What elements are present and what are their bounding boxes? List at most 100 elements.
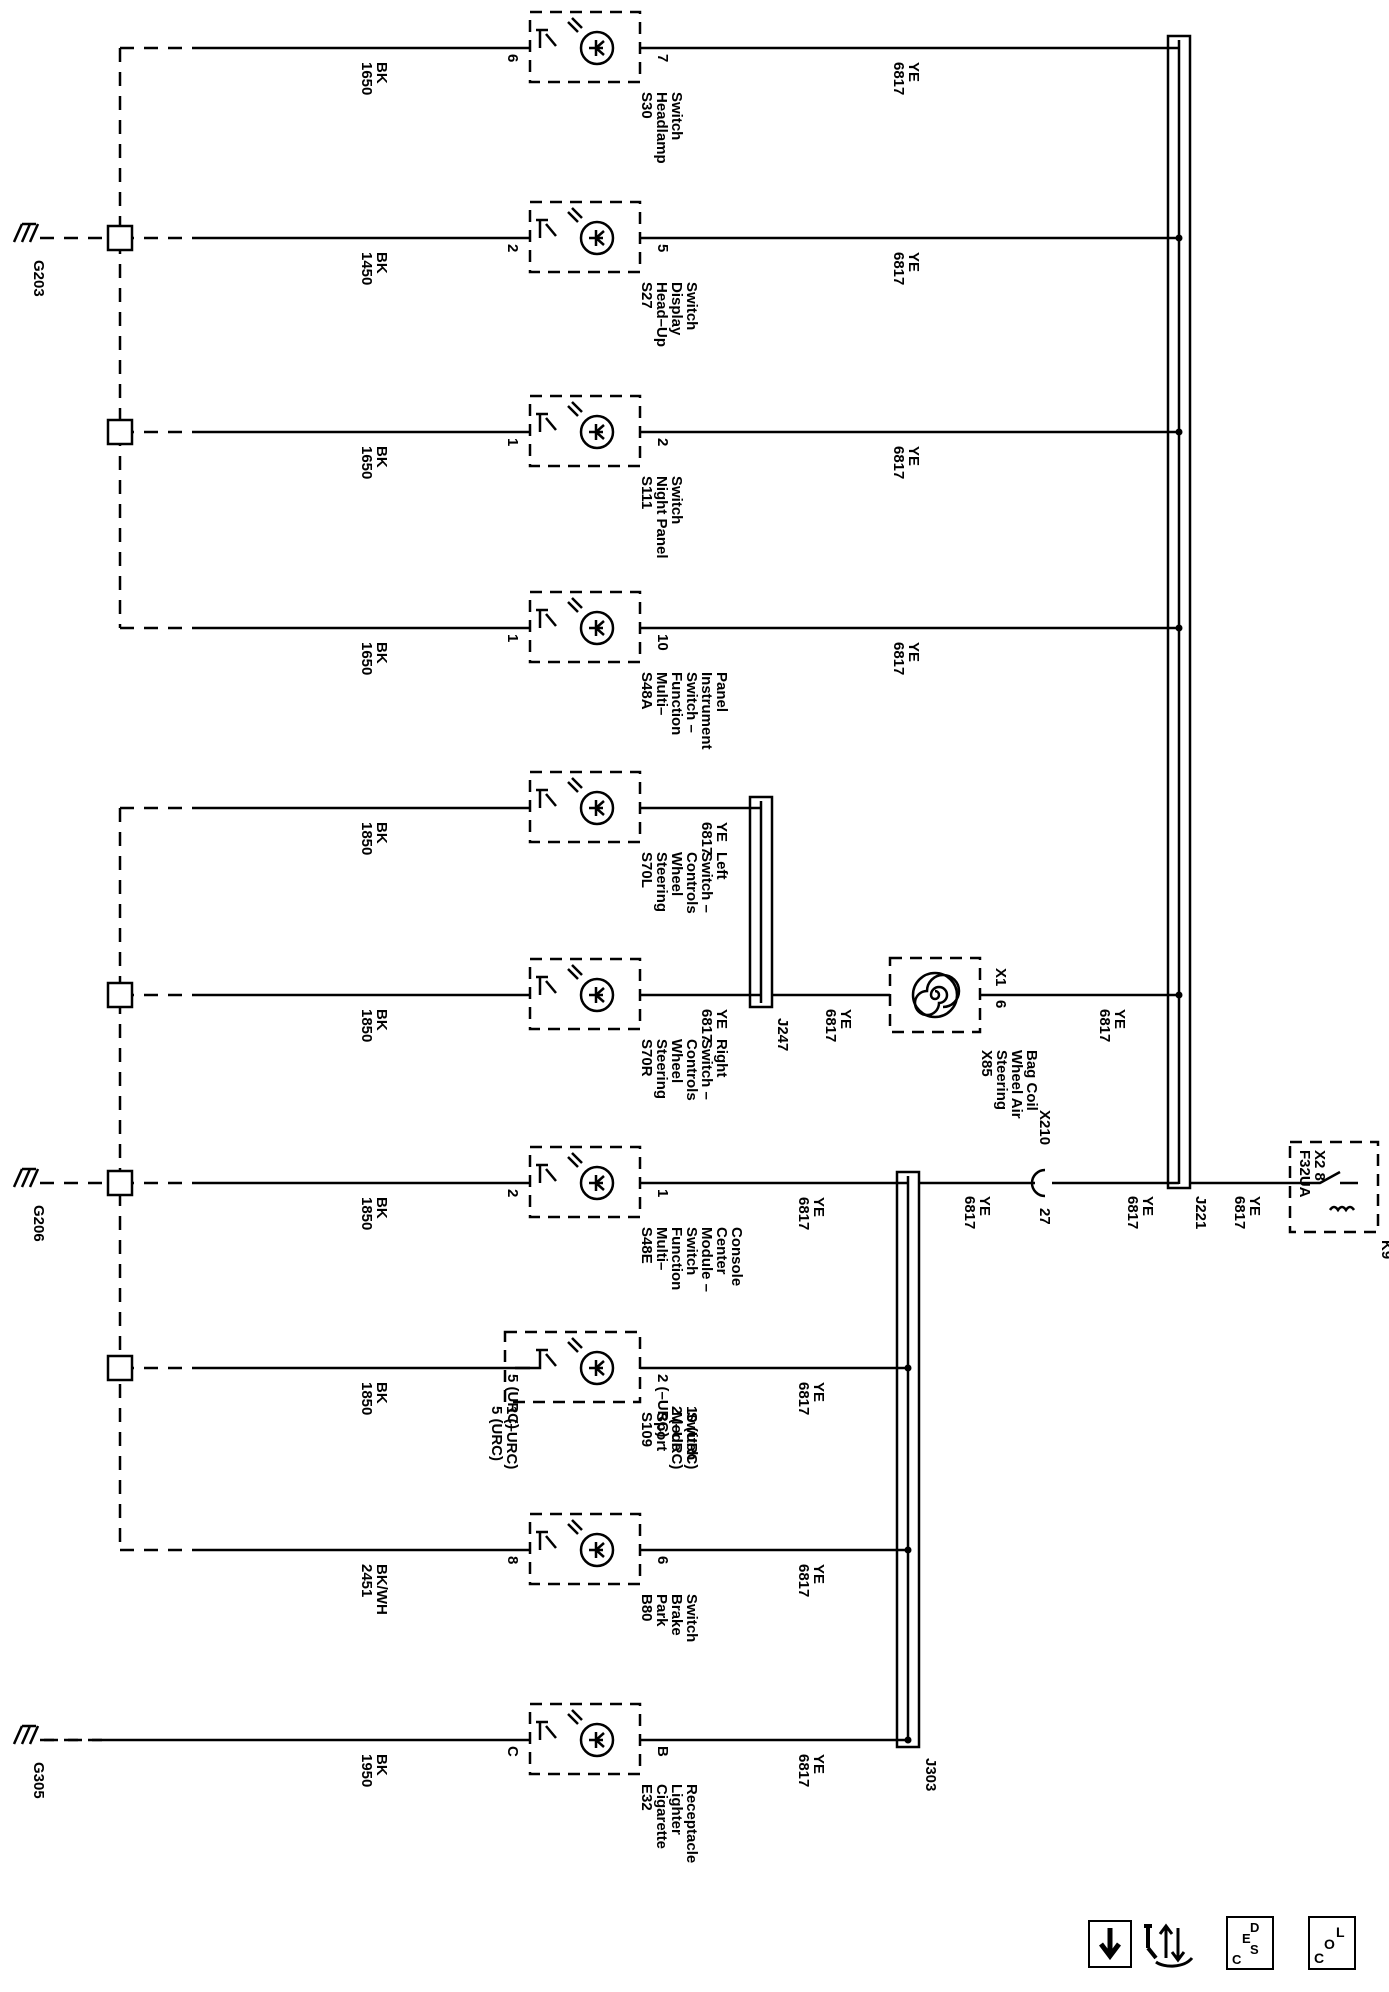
s27-right-wire-label-line-0: 6817 — [890, 252, 907, 285]
s27-left-pin-line-0: 2 — [504, 244, 521, 252]
x210-connector-icon — [1030, 1168, 1046, 1198]
s27-diode-icon — [589, 230, 605, 246]
coil-pin-label-line-0: 6 — [992, 1000, 1009, 1008]
ground-splice-2 — [106, 981, 134, 1009]
coil-to-j221-label-line-0: 6817 — [1096, 1009, 1113, 1042]
s48a-left-pin-line-0: 1 — [504, 634, 521, 642]
desc-letter-c: C — [1232, 1952, 1242, 1967]
s30-left-wire-label-line-1: BK — [373, 62, 390, 84]
s109-light-rays — [567, 1337, 583, 1353]
b80-component-name-line-2: Brake — [668, 1594, 685, 1636]
s30-left-pin-line-0: 6 — [504, 54, 521, 62]
s30-component-name-line-0: S30 — [638, 92, 655, 119]
b80-left-wire-label-line-1: BK/WH — [373, 1564, 390, 1615]
s48e-right-wire-label-line-0: 6817 — [795, 1197, 812, 1230]
s30-right-wire-label-line-1: YE — [905, 62, 922, 82]
j303-x210-wire-label-line-1: YE — [976, 1196, 993, 1216]
s70r-component-name-line-2: Wheel — [668, 1039, 685, 1083]
s27-left-pin: 2 — [504, 244, 521, 252]
s70r-left-wire-label-line-0: 1850 — [358, 1009, 375, 1042]
s111-left-pin: 1 — [504, 438, 521, 446]
down-arrow-icon[interactable] — [1088, 1920, 1132, 1968]
bcm-fuse-label-line-0: F32UA — [1296, 1150, 1313, 1198]
s30-right-wire-label-line-0: 6817 — [890, 62, 907, 95]
b80-contact — [536, 1530, 548, 1550]
s27-right-pin-line-0: 5 — [654, 244, 671, 252]
wrench-arrows-icon[interactable] — [1140, 1918, 1204, 1970]
g206-ground-icon — [12, 1167, 40, 1188]
s30-left-wire-label-line-0: 1650 — [358, 62, 375, 95]
s111-diode-icon — [589, 424, 605, 440]
s70r-contact — [536, 975, 548, 995]
coil-name-line-1: Steering — [993, 1050, 1010, 1110]
s70r-right-wire-label-line-1: YE — [713, 1009, 730, 1029]
s48e-diode-icon — [589, 1175, 605, 1191]
s109-left-pins-line-1: 1 (–URC) — [503, 1406, 520, 1469]
coil-conn-label-line-0: X1 — [992, 968, 1009, 986]
s70l-component-name-line-1: Steering — [653, 852, 670, 912]
s70r-diode-icon — [589, 987, 605, 1003]
g203-label: G203 — [30, 260, 47, 297]
s109-left-pin-line-0: 5 (URC) — [504, 1374, 521, 1429]
s109-left-wire-label-line-0: 1850 — [358, 1382, 375, 1415]
s70r-component-name-line-4: Switch – — [698, 1039, 715, 1100]
loc-button[interactable]: L O C — [1308, 1916, 1356, 1970]
s27-left-wire-label-line-0: 1450 — [358, 252, 375, 285]
desc-letter-s: S — [1250, 1942, 1259, 1957]
s70l-component-name-line-0: S70L — [638, 852, 655, 888]
j247-label: J247 — [774, 1018, 791, 1051]
j303-label-line-0: J303 — [922, 1758, 939, 1791]
s48a-component-name-line-2: Function — [668, 672, 685, 735]
desc-button[interactable]: D E S C — [1226, 1916, 1274, 1970]
s70r-switch-blade — [545, 980, 557, 994]
j221-bcm-wire-label-line-1: YE — [1246, 1196, 1263, 1216]
s48a-light-rays — [567, 597, 583, 613]
ground-splice-3 — [106, 1169, 134, 1197]
s109-left-pins: 5 (URC)1 (–URC) — [488, 1406, 520, 1469]
s48e-right-wire-label-line-1: YE — [810, 1197, 827, 1217]
s27-left-wire-label-line-1: BK — [373, 252, 390, 274]
s48a-component-name-line-4: Instrument — [698, 672, 715, 750]
s48e-right-pin: 1 — [654, 1189, 671, 1197]
s30-light-rays — [567, 17, 583, 33]
g206-label-line-0: G206 — [30, 1205, 47, 1242]
s27-component-name-line-0: S27 — [638, 282, 655, 309]
s109-right-pin: 2 (–URC) — [654, 1374, 671, 1437]
s70r-component-name-line-1: Steering — [653, 1039, 670, 1099]
g203-label-line-0: G203 — [30, 260, 47, 297]
s48a-junction — [1175, 624, 1183, 632]
loc-letter-o: O — [1324, 1936, 1335, 1952]
desc-letter-e: E — [1242, 1931, 1251, 1946]
e32-right-wire-label-line-0: 6817 — [795, 1754, 812, 1787]
s109-switch-blade — [545, 1353, 557, 1367]
s111-left-wire-label-line-1: BK — [373, 446, 390, 468]
bcm-name-line-0: K9 — [1378, 1240, 1389, 1259]
s70l-component-name-line-4: Switch – — [698, 852, 715, 913]
s70l-diode-icon — [589, 800, 605, 816]
x210-j221-wire-label-line-0: 6817 — [1124, 1196, 1141, 1229]
s70l-left-wire-label-line-1: BK — [373, 822, 390, 844]
loc-letter-l: L — [1336, 1924, 1345, 1940]
j247-to-coil-label-line-0: 6817 — [822, 1009, 839, 1042]
b80-component-name-line-3: Switch — [683, 1594, 700, 1642]
s48e-left-pin-line-0: 2 — [504, 1189, 521, 1197]
s48a-switch-blade — [545, 613, 557, 627]
s27-component-name-line-2: Display — [668, 282, 685, 336]
bcm-switch-icon — [1298, 1170, 1358, 1185]
x210-pin-label: 27 — [1036, 1208, 1053, 1225]
ground-splice-4 — [106, 1354, 134, 1382]
